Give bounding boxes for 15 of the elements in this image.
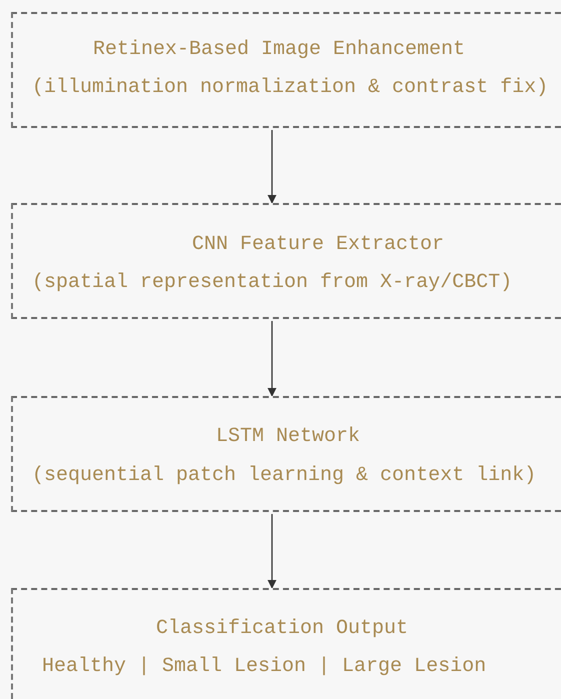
step-description: (sequential patch learning & context link) <box>32 464 536 488</box>
process-box <box>11 588 561 699</box>
step-title: Classification Output <box>156 617 408 641</box>
step-description: (illumination normalization & contrast fix) <box>32 76 548 100</box>
arrow <box>267 321 277 397</box>
step-title: Retinex-Based Image Enhancement <box>93 38 466 62</box>
step-title: LSTM Network <box>216 425 360 449</box>
step-description: (spatial representation from X-ray/CBCT) <box>32 271 512 295</box>
step-title: CNN Feature Extractor <box>192 233 444 257</box>
arrow <box>267 514 277 589</box>
process-box <box>11 396 561 512</box>
process-box <box>11 12 561 128</box>
process-box <box>11 203 561 319</box>
arrow <box>267 130 277 204</box>
step-description: Healthy | Small Lesion | Large Lesion <box>42 655 486 679</box>
